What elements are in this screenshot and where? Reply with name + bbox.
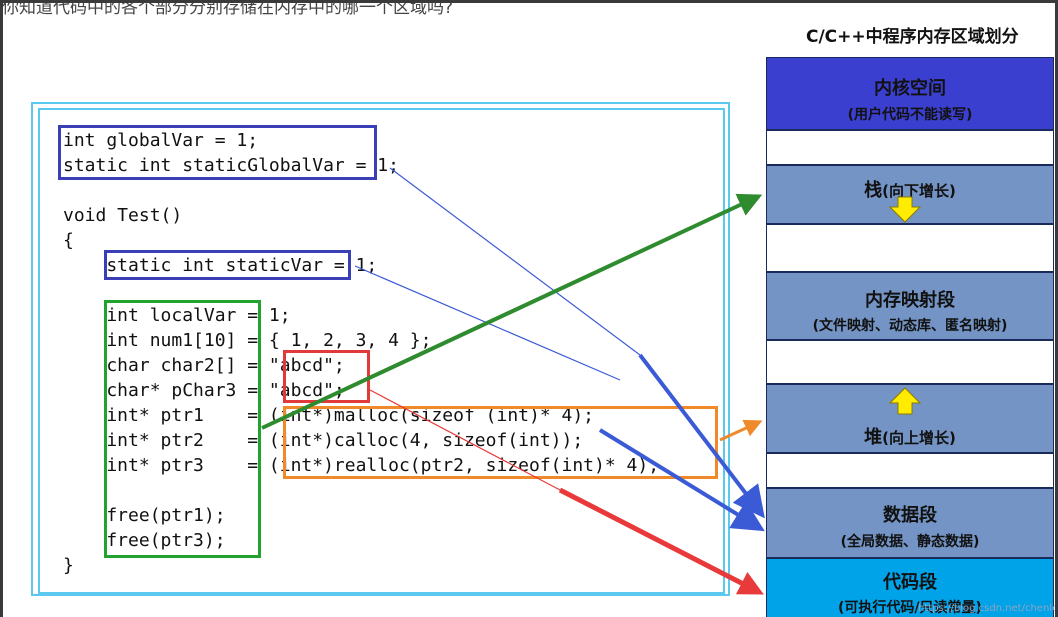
segment-text-name: 代码段 (883, 572, 937, 593)
local-vars-box (104, 300, 261, 558)
segment-gap-1 (766, 130, 1054, 165)
arrow-global-to-data (638, 353, 765, 519)
arrow-literal-to-text (558, 487, 764, 595)
segment-stack-name: 栈 (864, 180, 883, 201)
segment-stack-desc: (向下增长) (882, 182, 956, 200)
window-right-border (1055, 0, 1058, 617)
segment-kernel-name: 内核空间 (874, 78, 946, 99)
segment-mmap-desc: (文件映射、动态库、匿名映射) (812, 318, 1008, 334)
segment-kernel-desc: (用户代码不能读写) (847, 107, 973, 123)
segment-data-name: 数据段 (883, 505, 937, 526)
code-line-17: free(ptr3); (63, 530, 226, 551)
code-line-10: char char2[] = "abcd"; (63, 355, 345, 376)
code-line-1: int globalVar = 1; (63, 130, 259, 151)
segment-data: 数据段 (全局数据、静态数据) (766, 488, 1054, 558)
code-line-11: char* pChar3 = "abcd"; (63, 380, 345, 401)
code-line-14: int* ptr3 = (int*)realloc(ptr2, sizeof(i… (63, 455, 660, 476)
code-line-8: int localVar = 1; (63, 305, 291, 326)
code-frame (38, 108, 725, 594)
code-line-5: { (63, 230, 74, 251)
segment-gap-4 (766, 453, 1054, 488)
code-line-4: void Test() (63, 205, 183, 226)
segment-gap-3 (766, 340, 1054, 384)
window-left-border (0, 0, 3, 617)
segment-kernel: 内核空间 (用户代码不能读写) (766, 57, 1054, 130)
question-text: 你知道代码中的各个部分分别存储在内存中的哪一个区域吗? (2, 0, 454, 18)
code-line-13: int* ptr2 = (int*)calloc(4, sizeof(int))… (63, 430, 584, 451)
code-line-6: static int staticVar = 1; (63, 255, 378, 276)
global-vars-box (58, 125, 377, 180)
code-frame-shadow (31, 102, 730, 596)
window-top-border (0, 0, 1058, 3)
arrow-static-to-data (598, 428, 765, 532)
code-line-9: int num1[10] = { 1, 2, 3, 4 }; (63, 330, 432, 351)
heap-alloc-box (283, 406, 718, 479)
code-line-2: static int staticGlobalVar = 1; (63, 155, 399, 176)
segment-gap-2 (766, 224, 1054, 272)
segment-heap-desc: (向上增长) (882, 429, 956, 447)
arrow-alloc-to-heap (719, 419, 763, 442)
watermark: https://blog.csdn.net/chenlong (918, 603, 1058, 614)
memory-layout-title: C/C++中程序内存区域划分 (806, 27, 1019, 47)
code-line-16: free(ptr1); (63, 505, 226, 526)
heap-grows-up-icon (888, 387, 922, 415)
code-line-12: int* ptr1 = (int*)malloc(sizeof (int)* 4… (63, 405, 595, 426)
segment-heap-name: 堆 (864, 427, 883, 448)
segment-mmap-name: 内存映射段 (865, 290, 955, 311)
connector-line-literal (369, 389, 561, 491)
segment-text-desc: (可执行代码/只读常量) (838, 600, 982, 616)
arrow-locals-to-stack (261, 193, 763, 430)
stack-grows-down-icon (888, 196, 922, 223)
connector-line-global (389, 167, 641, 356)
segment-text: 代码段 (可执行代码/只读常量) (766, 558, 1054, 617)
static-var-box (104, 250, 351, 280)
segment-data-desc: (全局数据、静态数据) (840, 534, 980, 550)
code-line-18: } (63, 555, 74, 576)
segment-mmap: 内存映射段 (文件映射、动态库、匿名映射) (766, 272, 1054, 340)
